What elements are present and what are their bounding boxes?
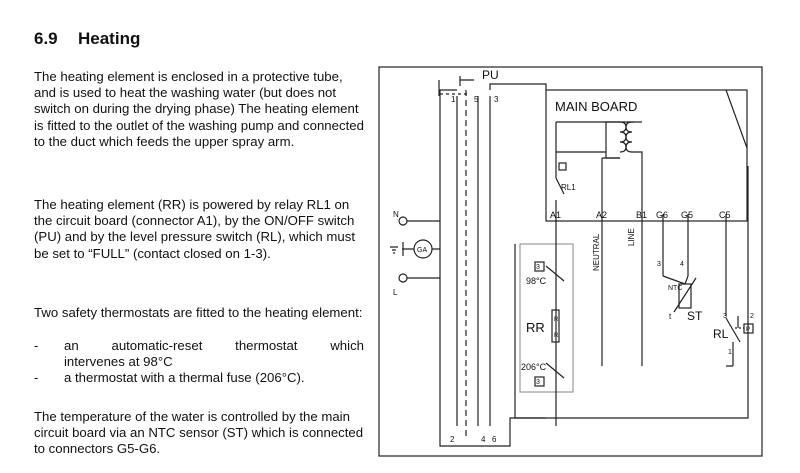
main-board-box <box>545 89 748 222</box>
list-item: - an automatic-reset thermostat which in… <box>34 338 364 370</box>
rr-element-box <box>519 243 574 393</box>
rl1-contact <box>555 177 565 214</box>
t206-mark: 3 <box>536 379 540 386</box>
main-board-label: MAIN BOARD <box>555 99 637 114</box>
paragraph-ntc-sensor: The temperature of the water is controll… <box>34 409 364 457</box>
rl-wire <box>725 221 739 328</box>
t98-mark: 3 <box>536 264 540 271</box>
pu-pin-label: 5 <box>474 95 479 104</box>
rl-wire <box>726 342 734 367</box>
connector-label: A1 <box>550 210 561 220</box>
pu-switch-actuator <box>438 76 474 96</box>
ntc-t-mark: t <box>669 312 672 321</box>
pu-pin-label: 1 <box>451 95 456 104</box>
n-terminal <box>398 216 408 226</box>
pu-pin-label: 2 <box>450 435 455 444</box>
paragraph-safety-thermostats: Two safety thermostats are fitted to the… <box>34 305 363 320</box>
pu-label: PU <box>482 68 499 82</box>
pu-pin-label: 3 <box>494 95 499 104</box>
rl-pin-label: 2 <box>750 313 754 320</box>
paragraph-heating-element: The heating element is enclosed in a pro… <box>34 69 364 149</box>
list-item-line: a thermostat with a thermal fuse (206°C)… <box>64 370 305 386</box>
rl-pressure-box <box>743 323 754 334</box>
transformer-primary <box>619 121 627 153</box>
rl1-coil <box>558 162 567 171</box>
pu-pin-label: 6 <box>492 435 497 444</box>
connector-label: G6 <box>656 210 668 220</box>
st-pin-label: 3 <box>657 261 661 268</box>
section-number: 6.9 <box>34 29 58 48</box>
section-title: Heating <box>78 29 141 48</box>
pu-contacts <box>456 96 491 426</box>
diagram-frame <box>378 66 763 457</box>
t98-label: 98°C <box>526 276 547 286</box>
rl-contact <box>725 317 741 343</box>
ga-label: GA <box>417 247 427 254</box>
rl-label: RL <box>713 327 729 341</box>
rr-resistor <box>551 309 560 343</box>
n-label: N <box>393 210 399 219</box>
connector-label: C5 <box>719 210 731 220</box>
neutral-label: NEUTRAL <box>592 233 601 271</box>
wire <box>439 89 546 447</box>
connector-stubs <box>555 214 727 221</box>
st-pin-label: 4 <box>680 261 684 268</box>
rl1-label: RL1 <box>561 183 576 192</box>
rl-pressure-mark: P <box>746 327 750 333</box>
list-item-line: an automatic-reset thermostat which <box>64 338 364 353</box>
ntc-label: NTC <box>668 285 682 292</box>
rr-resistor-mark: R <box>554 317 559 323</box>
thermostat-list: - an automatic-reset thermostat which in… <box>34 338 364 387</box>
l-label: L <box>393 288 398 297</box>
transformer-secondary <box>625 121 633 153</box>
ga-wire <box>402 242 440 256</box>
rr-label: RR <box>526 320 545 335</box>
l-terminal <box>398 273 408 283</box>
line-label: LINE <box>627 228 636 246</box>
t206-box <box>534 376 545 387</box>
section-heading: 6.9 Heating <box>34 29 140 49</box>
rr-resistor-mark: R <box>554 333 559 339</box>
ntc-arrow <box>673 277 697 313</box>
transformer-lead <box>632 121 643 156</box>
wire <box>489 83 547 90</box>
ntc-wire <box>662 275 689 285</box>
list-item: - a thermostat with a thermal fuse (206°… <box>34 370 364 386</box>
heating-circuit-diagram: PU 1 5 3 2 4 6 MAIN BOARD RL1 A1 A2 B1 G… <box>378 66 763 457</box>
rl-pin-label: 1 <box>728 349 732 356</box>
t206-label: 206°C <box>521 362 547 372</box>
connector-label: A2 <box>596 210 607 220</box>
connector-label: G5 <box>681 210 693 220</box>
t98-box <box>534 261 545 272</box>
ground-symbol <box>390 246 398 254</box>
transformer-lead <box>605 121 620 159</box>
ntc-leads <box>662 221 689 276</box>
paragraph-power-supply: The heating element (RR) is powered by r… <box>34 197 356 261</box>
st-label: ST <box>687 309 703 323</box>
t98-contact <box>545 265 565 282</box>
return-wire <box>514 166 749 419</box>
connector-label: B1 <box>636 210 647 220</box>
list-item-line: intervenes at 98°C <box>64 354 173 370</box>
mains-wire <box>407 220 440 279</box>
pu-pin-label: 4 <box>481 435 486 444</box>
board-wire <box>601 157 620 214</box>
rl-pin-label: 3 <box>723 313 727 320</box>
board-wire <box>555 122 606 178</box>
t206-contact <box>545 362 565 379</box>
board-switch <box>725 89 748 149</box>
